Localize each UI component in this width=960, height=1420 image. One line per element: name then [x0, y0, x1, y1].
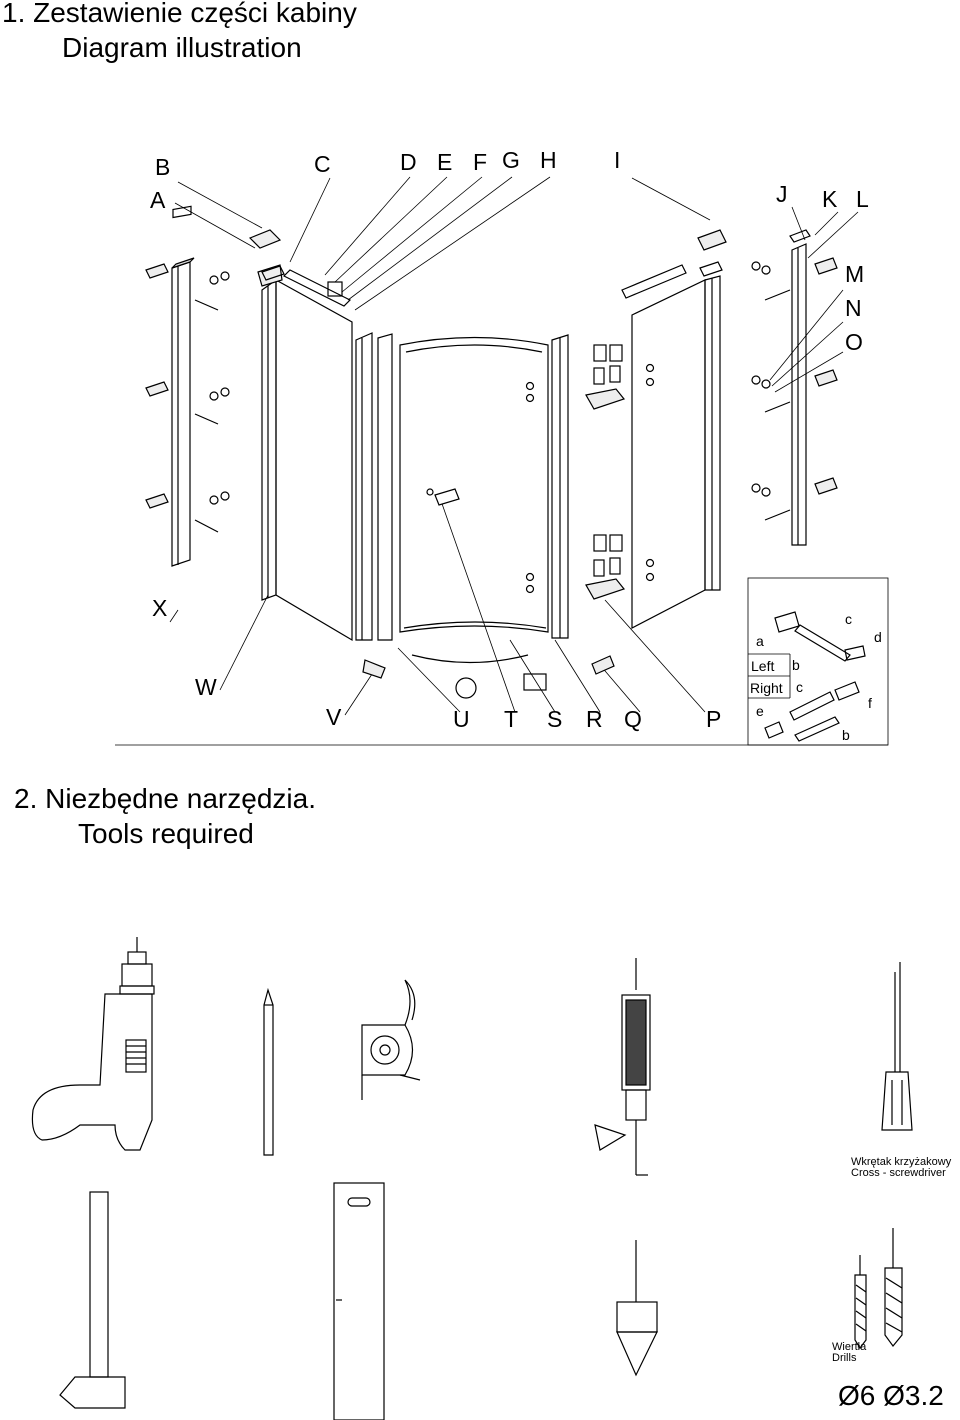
right-wall-profile [751, 229, 838, 546]
section-1-subtitle: Diagram illustration [62, 32, 302, 63]
screwdriver-caption-pl: Wkrętak krzyżakowy [851, 1156, 952, 1168]
part-label-l: L [856, 186, 869, 212]
inset-label-e: e [756, 703, 764, 719]
leader-lines [169, 176, 859, 716]
part-label-k: K [822, 186, 838, 212]
pencil-icon [263, 987, 274, 1156]
part-label-h: H [540, 147, 557, 173]
section-2-title: 2. Niezbędne narzędzia. [14, 783, 316, 814]
silicone-gun-icon [594, 958, 651, 1176]
part-label-x: X [152, 595, 167, 621]
section-1-title: 1. Zestawienie części kabiny [2, 0, 357, 28]
part-label-p: P [706, 706, 721, 732]
part-label-c: C [314, 151, 331, 177]
part-label-n: N [845, 295, 862, 321]
hammer-icon [59, 1191, 126, 1409]
part-label-d: D [400, 149, 417, 175]
part-label-w: W [195, 674, 217, 700]
part-label-g: G [502, 147, 520, 173]
door-profile-left [355, 332, 393, 641]
plumb-bob-icon [616, 1240, 658, 1377]
inset-label-a: a [756, 633, 764, 649]
part-label-q: Q [624, 706, 642, 732]
inset-label-c2: c [796, 679, 803, 695]
drill-bits-icon [854, 1228, 903, 1350]
top-connectors [248, 229, 727, 307]
inset-label-f: f [868, 695, 872, 711]
part-label-i: I [614, 147, 620, 173]
inset-label-c: c [845, 611, 852, 627]
part-label-v: V [326, 704, 342, 730]
part-label-j: J [776, 181, 788, 207]
left-fixed-panel [257, 264, 353, 642]
spirit-level-icon [333, 1182, 385, 1420]
curved-door [399, 336, 549, 633]
part-label-t: T [504, 706, 518, 732]
part-label-e: E [437, 149, 452, 175]
bottom-parts [362, 654, 615, 699]
seal-inset [747, 577, 889, 746]
part-label-u: U [453, 706, 470, 732]
drills-caption-pl: Wiertła [832, 1341, 867, 1353]
drill-icon [31, 937, 155, 1151]
screwdriver-caption-en: Cross - screwdriver [851, 1167, 946, 1179]
part-label-r: R [586, 706, 603, 732]
part-label-o: O [845, 329, 863, 355]
inset-label-d: d [874, 629, 882, 645]
drill-sizes: Ø6 Ø3.2 [838, 1380, 944, 1411]
door-profile-right [551, 334, 569, 639]
hinge-upper [585, 344, 626, 410]
screwdriver-icon [881, 962, 913, 1131]
inset-label-b: b [792, 657, 800, 673]
part-label-b: B [155, 154, 170, 180]
part-label-a: A [150, 187, 166, 213]
inset-left-label: Left [751, 658, 774, 674]
right-fixed-panel [631, 275, 721, 629]
inset-right-label: Right [750, 680, 783, 696]
part-label-f: F [473, 149, 487, 175]
tape-measure-icon [361, 979, 421, 1100]
drills-caption-en: Drills [832, 1352, 857, 1364]
left-wall-profile [145, 205, 230, 567]
part-label-s: S [547, 706, 562, 732]
inset-label-b2: b [842, 727, 850, 743]
section-2-subtitle: Tools required [78, 818, 254, 849]
part-label-m: M [845, 261, 864, 287]
hinge-lower [585, 534, 626, 600]
